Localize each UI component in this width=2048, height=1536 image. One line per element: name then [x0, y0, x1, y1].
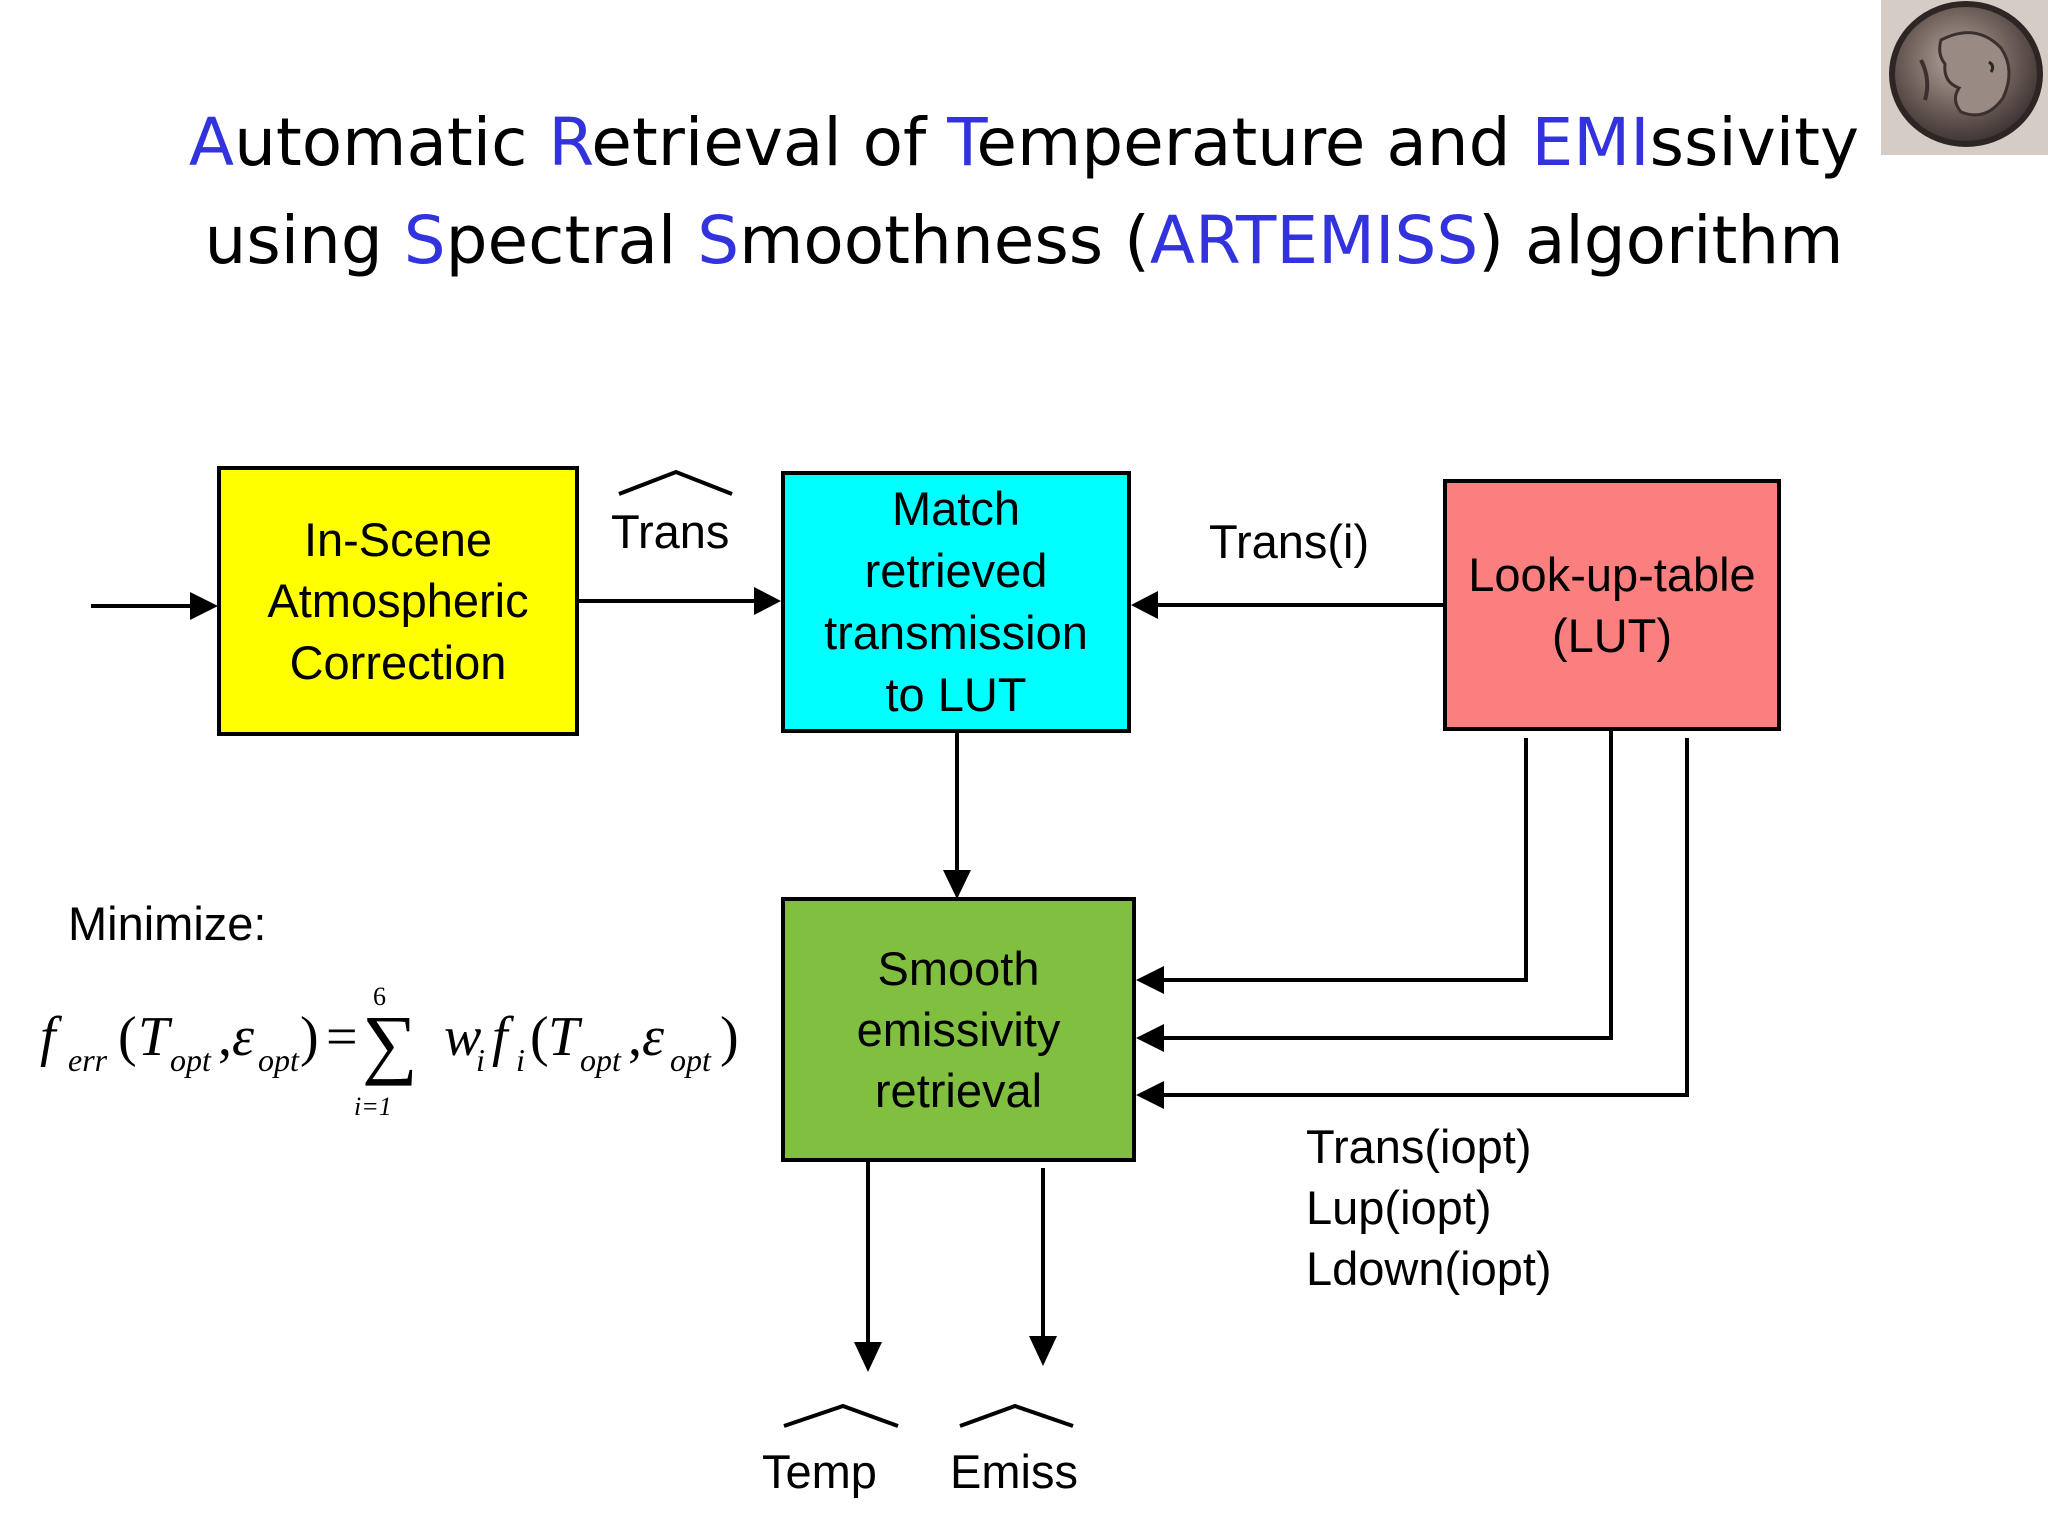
formula-i-sub: i [516, 1042, 525, 1078]
coin-portrait-icon [1881, 0, 2048, 155]
box-text-line: Atmospheric [267, 574, 529, 628]
formula-opt-sub: opt [670, 1042, 712, 1078]
lut-outputs-list: Trans(iopt) Lup(iopt) Ldown(iopt) [1306, 1116, 1552, 1299]
title-highlight: ARTEMISS [1149, 202, 1479, 279]
lut-to-match-arrowhead [1131, 591, 1158, 619]
formula-opt-sub: opt [258, 1042, 300, 1078]
title-highlight: R [548, 104, 592, 181]
title-text: ) algorithm [1478, 202, 1844, 279]
formula-opt-sub: opt [170, 1042, 212, 1078]
svg-text:=: = [326, 1006, 358, 1068]
lut-output-item: Lup(iopt) [1306, 1181, 1492, 1234]
lut-output-2-arrowhead [1136, 1024, 1164, 1052]
formula-sum-upper: 6 [373, 985, 386, 1011]
title-highlight: A [188, 104, 235, 181]
trans-hat-mark [618, 469, 733, 496]
title-highlight: T [947, 104, 977, 181]
box-text-line: retrieved [864, 543, 1048, 597]
formula-epsilon: ε [642, 1006, 665, 1068]
svg-text:): ) [300, 1006, 319, 1068]
svg-text:(: ( [118, 1006, 137, 1068]
svg-text:): ) [720, 1006, 739, 1068]
formula-T: T [548, 1006, 583, 1068]
temp-hat-label: Temp [762, 1445, 877, 1498]
title-text: etrieval of [591, 104, 948, 181]
temp-hat-mark [783, 1403, 899, 1428]
box-text-line: to LUT [885, 668, 1027, 722]
formula-opt-sub: opt [580, 1042, 622, 1078]
lut-output-1-line [1162, 738, 1528, 982]
svg-text:,: , [628, 1006, 642, 1068]
box-text-line: In-Scene [303, 513, 493, 567]
title-line-1: Automatic Retrieval of Temperature and E… [0, 110, 2048, 176]
lut-output-3-line [1162, 738, 1689, 1097]
title-text: using [204, 202, 404, 279]
formula-sigma: ∑ [362, 999, 418, 1086]
title-text: ssivity [1649, 104, 1860, 181]
lut-output-1-arrowhead [1136, 966, 1164, 994]
box-text-line: retrieval [874, 1064, 1043, 1118]
match-to-smooth-arrowhead [943, 870, 971, 899]
title-line-2: using Spectral Smoothness (ARTEMISS) alg… [0, 208, 2048, 274]
formula-sum-lower: i=1 [354, 1092, 392, 1120]
title-text: utomatic [234, 104, 549, 181]
title-text: emperature and [976, 104, 1532, 181]
box-text-line: Look-up-table [1468, 547, 1756, 601]
formula-epsilon: ε [232, 1006, 255, 1068]
error-function-formula: f err ( T opt , ε opt ) = 6 ∑ i=1 w i f … [40, 985, 739, 1120]
emiss-output-arrowhead [1029, 1336, 1057, 1366]
formula-T: T [138, 1006, 173, 1068]
title-text: pectral [445, 202, 698, 279]
box-text-line: (LUT) [1551, 609, 1673, 662]
lut-output-item: Ldown(iopt) [1306, 1242, 1552, 1295]
box-text-line: Match [892, 481, 1020, 535]
box-text-line: Correction [289, 635, 507, 689]
formula-f: f [492, 1006, 515, 1068]
title-text: moothness ( [739, 202, 1150, 279]
match-transmission-box: Match retrieved transmission to LUT [781, 471, 1131, 733]
formula-f: f [40, 1006, 63, 1068]
title-highlight: EMI [1531, 104, 1650, 181]
trans-i-label: Trans(i) [1209, 515, 1370, 568]
box-text-line: emissivity [856, 1002, 1061, 1056]
lut-output-item: Trans(iopt) [1306, 1120, 1532, 1173]
formula-i-sub: i [476, 1042, 485, 1078]
box-text-line: transmission [824, 606, 1088, 659]
atmos-to-match-arrowhead [754, 587, 781, 615]
smooth-emissivity-box: Smooth emissivity retrieval [781, 897, 1136, 1162]
formula-w: w [444, 1006, 481, 1068]
look-up-table-box: Look-up-table (LUT) [1443, 479, 1781, 731]
temp-output-arrowhead [854, 1342, 882, 1372]
formula-err-sub: err [68, 1042, 108, 1078]
box-text-line: Smooth [877, 941, 1040, 995]
minimize-label: Minimize: [68, 897, 267, 950]
svg-text:,: , [218, 1006, 232, 1068]
svg-text:(: ( [530, 1006, 549, 1068]
lut-output-3-arrowhead [1136, 1081, 1164, 1109]
input-arrowhead [190, 592, 218, 620]
emiss-hat-label: Emiss [950, 1445, 1078, 1498]
lut-output-2-line [1162, 731, 1613, 1040]
title-highlight: S [403, 202, 446, 279]
trans-hat-label: Trans [611, 505, 730, 558]
emiss-hat-mark [959, 1403, 1074, 1428]
title-highlight: S [697, 202, 740, 279]
